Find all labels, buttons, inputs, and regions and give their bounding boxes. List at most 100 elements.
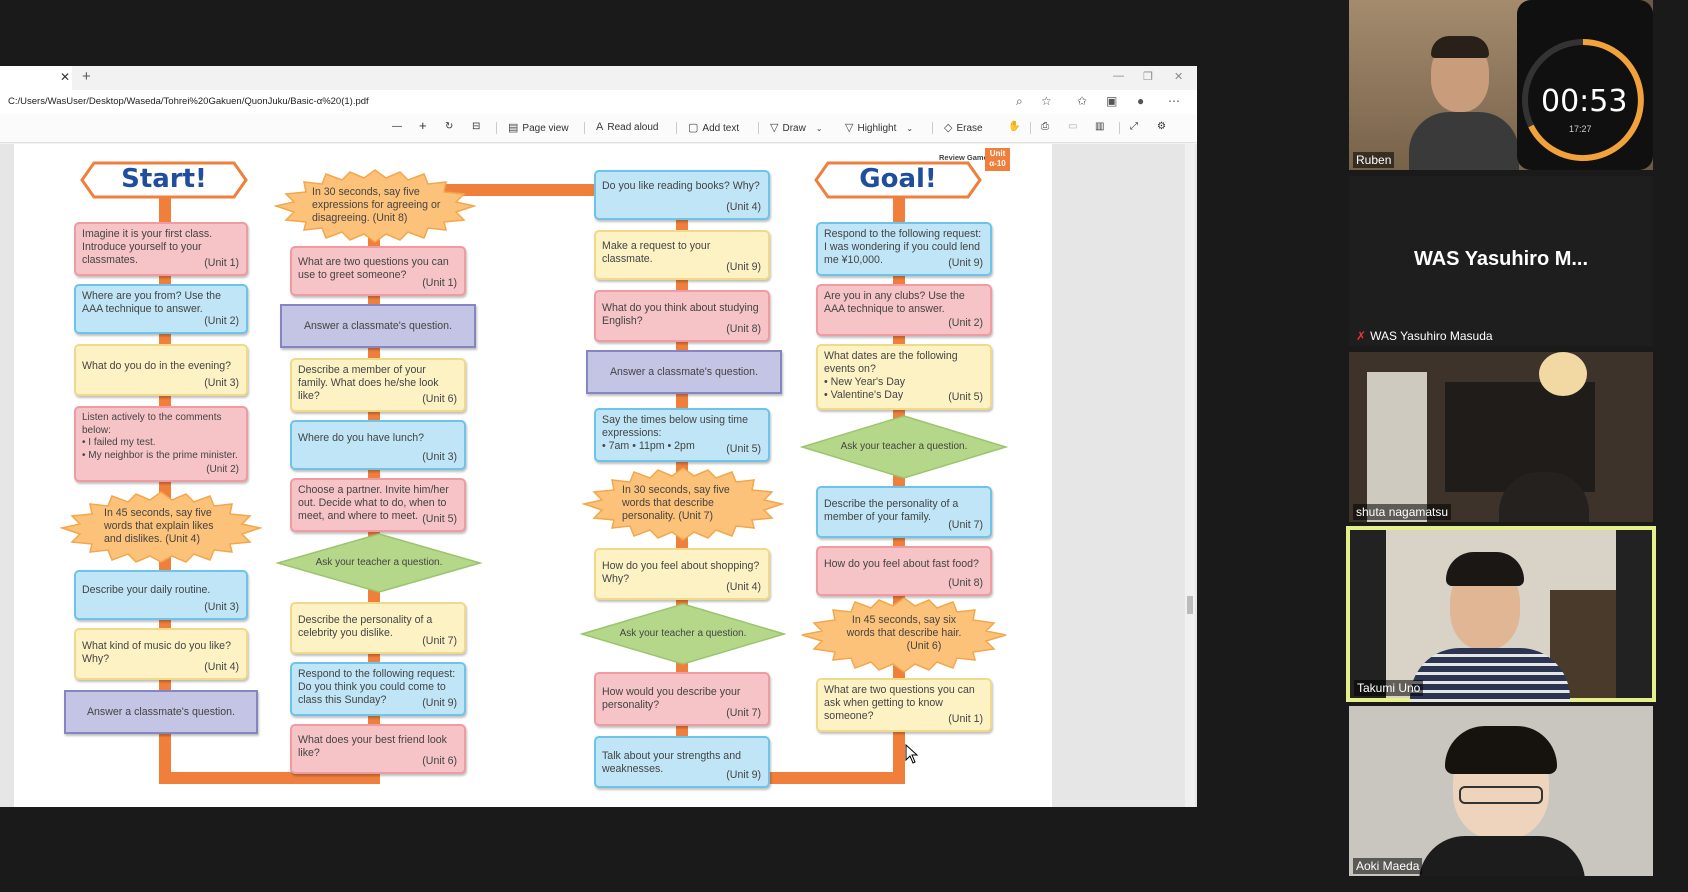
new-tab-button[interactable]: +	[82, 68, 91, 85]
restore-icon[interactable]: ❐	[1143, 71, 1153, 83]
phone-timer: 00:53 17:27	[1517, 0, 1653, 170]
space-text-content: In 30 seconds, say five words that descr…	[622, 484, 730, 522]
space-c2-5: Where do you have lunch?(Unit 3)	[290, 420, 466, 470]
erase-button[interactable]: ◇Erase	[944, 121, 983, 134]
space-c2-3: Answer a classmate's question.	[280, 304, 476, 348]
start-label: Start!	[121, 164, 207, 194]
more-icon[interactable]: ⋯	[1168, 94, 1180, 108]
space-c4-4-diamond: Ask your teacher a question.	[799, 414, 1009, 480]
space-text: What do you think about studying English…	[602, 302, 759, 327]
favorites-icon[interactable]: ✩	[1077, 94, 1088, 108]
space-c4-7-star: In 45 seconds, say six words that descri…	[800, 596, 1008, 674]
person-hair	[1431, 36, 1489, 58]
space-unit: (Unit 9)	[726, 769, 761, 781]
space-c3-6-star: In 30 seconds, say five words that descr…	[581, 466, 785, 542]
favorite-add-icon[interactable]: ☆	[1041, 94, 1052, 108]
add-text-button[interactable]: ▢Add text	[688, 121, 739, 134]
chevron-down-icon[interactable]: ⌄	[906, 124, 914, 133]
space-text: What do you do in the evening?	[82, 360, 232, 372]
print-icon[interactable]: ⎙	[1041, 121, 1049, 132]
video-tile-shuta[interactable]: shuta nagamatsu	[1349, 352, 1653, 522]
space-text: Answer a classmate's question.	[86, 706, 236, 718]
zoom-out-button[interactable]: —	[392, 121, 402, 132]
space-text: Choose a partner. Invite him/her out. De…	[298, 484, 449, 522]
fit-page-icon[interactable]: ⊟	[472, 121, 481, 132]
window-light	[1367, 372, 1427, 522]
divider	[496, 122, 497, 134]
space-unit: (Unit 4)	[204, 661, 239, 673]
participant-name: shuta nagamatsu	[1353, 504, 1452, 520]
space-c2-7-diamond: Ask your teacher a question.	[275, 532, 483, 594]
person-shirt	[1409, 112, 1519, 170]
space-c4-5: Describe the personality of a member of …	[816, 486, 992, 538]
vertical-scrollbar[interactable]	[1185, 144, 1195, 807]
space-c3-2: Make a request to your classmate.(Unit 9…	[594, 230, 770, 280]
close-tab-icon[interactable]: ✕	[60, 70, 71, 84]
space-unit: (Unit 7)	[678, 510, 714, 522]
space-unit: (Unit 8)	[726, 323, 761, 335]
space-unit: (Unit 1)	[948, 713, 983, 725]
space-unit: (Unit 1)	[422, 277, 457, 289]
scrollbar-thumb[interactable]	[1187, 596, 1193, 614]
space-unit: (Unit 6)	[906, 640, 942, 652]
profile-icon[interactable]: ●	[1137, 94, 1145, 108]
close-window-icon[interactable]: ✕	[1174, 71, 1184, 83]
space-text: What does your best friend look like?	[298, 734, 447, 759]
space-c3-9: How would you describe your personality?…	[594, 672, 770, 726]
erase-label: Erase	[956, 123, 983, 134]
space-text: Describe your daily routine.	[82, 584, 211, 596]
space-c4-3: What dates are the following events on?•…	[816, 344, 992, 410]
space-text: Answer a classmate's question.	[303, 320, 453, 332]
highlight-button[interactable]: ▽Highlight⌄	[845, 121, 913, 134]
draw-button[interactable]: ▽Draw⌄	[770, 121, 823, 134]
participant-name: Takumi Uno	[1354, 680, 1424, 696]
minimize-icon[interactable]: —	[1113, 70, 1124, 82]
settings-gear-icon[interactable]: ⚙	[1157, 121, 1166, 132]
address-bar[interactable]: C:/Users/WasUser/Desktop/Waseda/Tohrei%2…	[0, 90, 1197, 115]
erase-icon: ◇	[944, 122, 953, 134]
video-tile-aoki[interactable]: Aoki Maeda	[1349, 706, 1653, 876]
pdf-tab[interactable]: ✕	[0, 66, 72, 90]
fullscreen-icon[interactable]: ⤢	[1130, 121, 1138, 132]
collections-icon[interactable]: ▣	[1106, 94, 1118, 108]
divider	[758, 122, 759, 134]
page-view-button[interactable]: ▤Page view	[508, 121, 569, 134]
space-unit: (Unit 9)	[422, 697, 457, 709]
chevron-down-icon[interactable]: ⌄	[815, 124, 823, 133]
person-hair	[1446, 552, 1524, 586]
review-game-label: Review Game	[939, 153, 988, 162]
person-shirt	[1419, 836, 1585, 876]
tab-bar: ✕ + — ❐ ✕	[0, 66, 1197, 91]
space-text: Ask your teacher a question.	[315, 557, 443, 568]
space-c2-6: Choose a partner. Invite him/her out. De…	[290, 478, 466, 532]
browser-window: ✕ + — ❐ ✕ C:/Users/WasUser/Desktop/Wased…	[0, 66, 1197, 807]
goal-label: Goal!	[859, 164, 937, 194]
space-c2-2: What are two questions you can use to gr…	[290, 246, 466, 296]
space-c2-1-star: In 30 seconds, say five expressions for …	[273, 168, 477, 244]
space-unit: (Unit 7)	[726, 707, 761, 719]
space-unit: (Unit 9)	[948, 257, 983, 269]
video-tile-takumi-active[interactable]: Takumi Uno	[1346, 526, 1656, 702]
space-text: Ask your teacher a question.	[619, 628, 747, 639]
touch-icon[interactable]: ✋	[1008, 121, 1021, 132]
space-c1-8: Answer a classmate's question.	[64, 690, 258, 734]
space-text: In 30 seconds, say five words that descr…	[582, 484, 784, 523]
video-tile-yasuhiro[interactable]: WAS Yasuhiro M... ✗WAS Yasuhiro Masuda	[1349, 176, 1653, 346]
space-text: How do you feel about fast food?	[824, 558, 979, 570]
save-icon[interactable]: ▭	[1068, 121, 1078, 132]
address-text[interactable]: C:/Users/WasUser/Desktop/Waseda/Tohrei%2…	[8, 96, 369, 107]
space-unit: (Unit 7)	[422, 635, 457, 647]
video-tile-ruben[interactable]: 00:53 17:27 Ruben	[1349, 0, 1653, 170]
rotate-icon[interactable]: ↻	[445, 121, 454, 132]
zoom-icon[interactable]: ⌕	[1016, 94, 1023, 108]
save-as-icon[interactable]: ▥	[1095, 121, 1105, 132]
space-unit: (Unit 3)	[204, 601, 239, 613]
space-unit: (Unit 6)	[422, 393, 457, 405]
space-text: Describe the personality of a celebrity …	[298, 614, 433, 639]
space-c1-6: Describe your daily routine. (Unit 3)	[74, 570, 248, 620]
add-text-label: Add text	[702, 123, 740, 134]
zoom-in-button[interactable]: +	[419, 118, 427, 133]
divider	[1030, 122, 1031, 134]
